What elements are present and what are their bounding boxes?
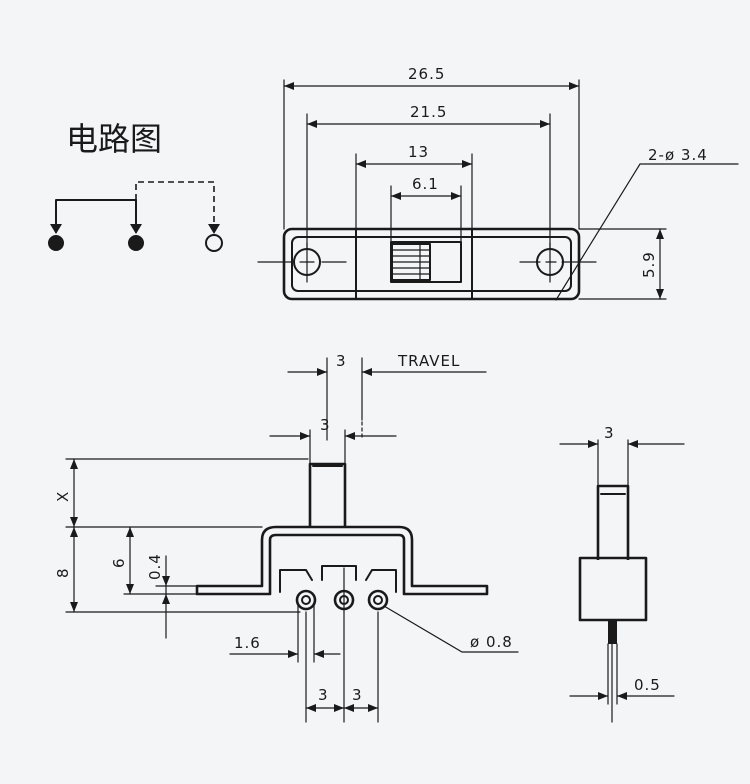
ext-side-pin xyxy=(607,643,618,705)
dim-16-label: 1.6 xyxy=(234,634,261,652)
dim-arrows-16 xyxy=(288,650,324,658)
dim-body-label: 13 xyxy=(408,143,429,161)
ext-mounting xyxy=(306,113,551,249)
dim-arrows-side-pin xyxy=(598,692,627,700)
ext-height xyxy=(578,228,667,300)
dim-8-label: 8 xyxy=(54,567,72,578)
terminal-common-icon xyxy=(128,235,144,251)
switch-body xyxy=(355,228,473,300)
side-actuator-outline xyxy=(596,484,630,560)
arrow-middle-icon xyxy=(130,224,142,234)
side-view: 3 0.5 xyxy=(559,424,685,723)
terminal-open-icon xyxy=(205,234,223,252)
ext-left-vertical xyxy=(65,458,309,613)
dim-arrows-04 xyxy=(162,576,170,604)
terminal-right-icon xyxy=(367,589,389,611)
dim-pin-label: ø 0.8 xyxy=(470,633,513,651)
flange-outline xyxy=(282,227,581,301)
terminal-closed-icon xyxy=(48,235,64,251)
front-view: 3 TRAVEL 3 X 8 6 0.4 1.6 ø 0.8 xyxy=(54,352,519,723)
side-pin xyxy=(608,620,617,644)
dim-6-label: 6 xyxy=(110,557,128,568)
dim-pitch-right-label: 3 xyxy=(352,686,363,704)
circuit-title: 电路图 xyxy=(66,120,162,158)
hole-centerlines-v xyxy=(306,242,551,283)
arrow-right-icon xyxy=(208,224,220,234)
arrow-left-icon xyxy=(50,224,62,234)
pin-centerlines xyxy=(305,611,379,723)
actuator-outline xyxy=(308,462,347,527)
dim-arrows-side-actuator xyxy=(588,440,638,448)
ext-body xyxy=(355,153,473,230)
terminal-left-core xyxy=(301,595,311,605)
dim-height-label: 5.9 xyxy=(640,251,658,278)
ext-slider xyxy=(390,185,462,243)
inner-housing xyxy=(279,565,397,593)
ext-16 xyxy=(297,603,315,663)
common-link xyxy=(55,199,137,233)
dim-pitch-left-label: 3 xyxy=(318,686,329,704)
dim-x-label: X xyxy=(54,491,72,502)
dim-mounting-label: 21.5 xyxy=(410,103,447,121)
ext-side-actuator xyxy=(597,439,629,487)
dim-arrows-pitch xyxy=(306,704,378,712)
flange-inner xyxy=(291,236,572,292)
ext-travel xyxy=(326,357,363,441)
bracket-outline xyxy=(195,525,489,596)
terminal-left-icon xyxy=(295,589,317,611)
dim-arrows-x-8 xyxy=(70,459,78,612)
dim-overall-label: 26.5 xyxy=(408,65,445,83)
leader-pin xyxy=(383,605,519,653)
dim-slider-label: 6.1 xyxy=(412,175,439,193)
circuit-diagram: 电路图 xyxy=(48,120,223,252)
dim-side-pin-label: 0.5 xyxy=(634,676,661,694)
dim-side-actuator-label: 3 xyxy=(604,424,615,442)
terminal-right-core xyxy=(373,595,383,605)
knob-hatching xyxy=(392,243,430,281)
dim-travel-label: 3 xyxy=(336,352,347,370)
travel-label: TRAVEL xyxy=(397,352,460,370)
dim-hole-label: 2-ø 3.4 xyxy=(648,146,708,164)
top-view: 26.5 21.5 13 6.1 2-ø 3.4 5.9 xyxy=(257,65,739,301)
ext-overall xyxy=(283,79,580,230)
slider-knob xyxy=(391,243,431,281)
side-body xyxy=(578,556,648,622)
dim-04-label: 0.4 xyxy=(146,553,164,580)
dim-actuator-label: 3 xyxy=(320,416,331,434)
leader-hole xyxy=(555,163,739,301)
alternate-link-dashed xyxy=(135,181,215,232)
